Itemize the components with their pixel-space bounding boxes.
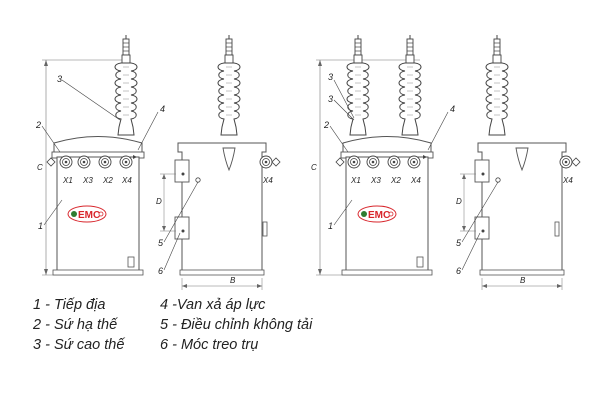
legend-item-1: 1 - Tiếp địa <box>33 297 106 313</box>
lv-bushing-x4 <box>119 155 133 169</box>
tap-changer <box>195 177 201 183</box>
hanger-top <box>174 159 190 183</box>
emc-logo-text: EMC <box>78 210 100 221</box>
side-term-x4-2: X4 <box>562 176 573 185</box>
hv-bushing <box>114 34 138 136</box>
side-view-1: X4 D B 5 6 <box>156 34 281 290</box>
label-b-2: B <box>520 276 526 285</box>
term-x4-2: X4 <box>410 176 421 185</box>
legend-item-4: 4 -Van xả áp lực <box>160 297 266 313</box>
term-x2-2: X2 <box>390 176 401 185</box>
label-d: D <box>156 197 162 206</box>
side-view-2: X4 D B 5 6 <box>456 34 581 290</box>
emc-logo-text-2: EMC <box>368 210 390 221</box>
hv-bushing-h1 <box>346 34 370 136</box>
callout-3: 3 <box>57 74 62 84</box>
callout-3-2b: 3 <box>328 94 333 104</box>
callout-5-2: 5 <box>456 238 462 248</box>
term-x1-2: X1 <box>350 176 361 185</box>
callout-1-2: 1 <box>328 221 333 231</box>
hanger-bottom <box>174 216 190 240</box>
side-term-x4: X4 <box>262 176 273 185</box>
lv-bushing-x2 <box>98 155 112 169</box>
term-x3: X3 <box>82 176 93 185</box>
term-x2: X2 <box>102 176 113 185</box>
lv-bushing-x1 <box>59 155 73 169</box>
term-x1: X1 <box>62 176 73 185</box>
legend-item-3: 3 - Sứ cao thế <box>33 337 125 353</box>
callout-4-2: 4 <box>450 104 455 114</box>
label-c-2: C <box>311 163 317 172</box>
label-d-2: D <box>456 197 462 206</box>
side-hv-bushing-2 <box>485 34 509 136</box>
legend-item-2: 2 - Sứ hạ thế <box>33 317 118 333</box>
callout-6: 6 <box>158 266 163 276</box>
term-x4: X4 <box>121 176 132 185</box>
callout-6-2: 6 <box>456 266 461 276</box>
front-view-double-bushing: C X1 X3 X2 X4 EMC 3 3 2 4 1 <box>311 34 455 276</box>
hv-bushing-h2 <box>398 34 422 136</box>
term-x3-2: X3 <box>370 176 381 185</box>
tank-cover <box>53 136 143 157</box>
callout-3-2a: 3 <box>328 72 333 82</box>
callout-1: 1 <box>38 221 43 231</box>
lv-bushing-x3 <box>77 155 91 169</box>
label-c: C <box>37 163 43 172</box>
callout-2-2: 2 <box>323 120 329 130</box>
emc-logo-2: EMC <box>357 205 397 223</box>
legend-item-6: 6 - Móc treo trụ <box>160 337 259 353</box>
callout-4: 4 <box>160 104 165 114</box>
front-view-single-bushing: C X1 X3 X2 X4 EMC 3 2 4 1 <box>35 34 165 276</box>
emc-logo: EMC <box>67 205 107 223</box>
side-hv-bushing <box>217 34 241 136</box>
legend-item-5: 5 - Điều chỉnh không tải <box>160 317 313 333</box>
side-tank <box>177 142 267 272</box>
label-b: B <box>230 276 236 285</box>
callout-2: 2 <box>35 120 41 130</box>
callout-5: 5 <box>158 238 164 248</box>
pressure-valve <box>133 155 137 159</box>
